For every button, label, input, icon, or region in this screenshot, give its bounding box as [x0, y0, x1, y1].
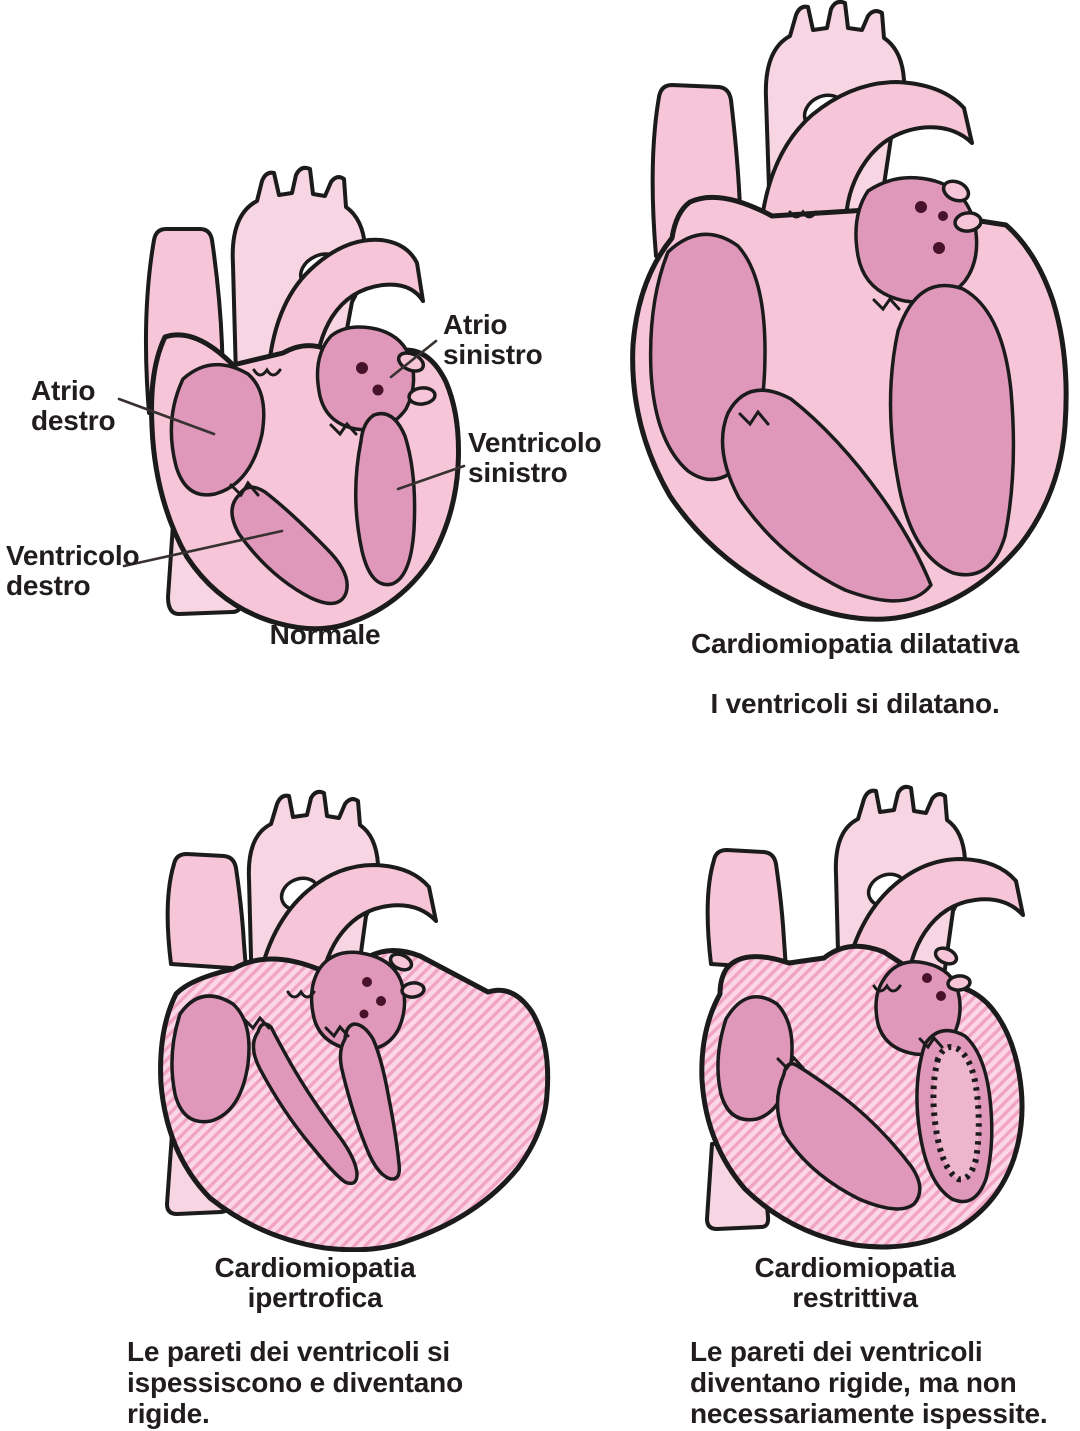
- left-atrium-chamber: [854, 175, 979, 304]
- right-ventricle-chamber: [720, 388, 933, 603]
- label-left-ventricle: Ventricolo sinistro: [468, 427, 602, 488]
- pulmonary-vein-stub: [400, 981, 426, 999]
- superior-vena-cava: [705, 848, 788, 971]
- hypertrophic-heart-illustration: [158, 789, 551, 1252]
- caption-normal: Normale: [269, 619, 381, 650]
- caption-hypertrophic-title: Cardiomiopatia ipertrofica: [214, 1252, 416, 1313]
- right-atrium-chamber: [170, 994, 251, 1124]
- tricuspid-valve: [738, 409, 770, 427]
- caption-hypertrophic-description: Le pareti dei ventricoli si ispessiscono…: [127, 1336, 463, 1429]
- dilated-heart-illustration: [630, 0, 1069, 622]
- caption-dilated-subtitle: I ventricoli si dilatano.: [710, 688, 1000, 719]
- pulmonary-vein-opening: [362, 977, 372, 987]
- pulmonary-vein-opening: [936, 991, 946, 1001]
- pulmonary-vein-opening: [915, 201, 927, 213]
- tricuspid-valve: [776, 1055, 805, 1071]
- caption-restrictive-title: Cardiomiopatia restrittiva: [754, 1252, 956, 1313]
- pulmonary-vein-stub: [946, 974, 972, 992]
- pulmonary-artery: [760, 80, 974, 220]
- pulmonary-vein-stub: [941, 179, 971, 203]
- caption-dilated-title: Cardiomiopatia dilatativa: [691, 628, 1019, 659]
- pulmonary-vein-stub: [933, 946, 959, 966]
- caption-restrictive-description: Le pareti dei ventricoli diventano rigid…: [690, 1336, 1048, 1429]
- label-right-atrium: Atrio destro: [31, 375, 116, 436]
- pulmonary-vein-opening: [359, 1009, 369, 1019]
- pulmonary-artery: [266, 237, 425, 379]
- label-right-ventricle: Ventricolo destro: [6, 540, 140, 601]
- pulmonary-vein-opening: [938, 211, 948, 221]
- mitral-valve: [918, 1035, 944, 1050]
- mitral-valve: [872, 296, 901, 312]
- tricuspid-valve: [242, 1015, 271, 1031]
- left-ventricle-chamber: [354, 411, 417, 587]
- left-ventricle-inner-cavity: [933, 1046, 979, 1180]
- pulmonary-vein-stub: [953, 211, 983, 233]
- aortic-valve: [252, 367, 282, 377]
- mitral-valve: [329, 421, 358, 437]
- restrictive-heart-illustration: [699, 784, 1025, 1250]
- left-ventricle-narrow-cavity: [338, 1022, 402, 1181]
- left-atrium-chamber: [315, 325, 416, 432]
- left-ventricle-chamber: [888, 283, 1016, 577]
- pulmonary-vein-opening: [372, 384, 384, 396]
- pulmonary-vein-opening: [933, 242, 945, 254]
- aortic-valve: [788, 209, 818, 219]
- right-ventricle-narrow-cavity: [251, 1022, 359, 1186]
- left-ventricle-ribbed-lining: [930, 1044, 982, 1183]
- pulmonary-vein-opening: [922, 973, 932, 983]
- superior-vena-cava: [165, 852, 248, 971]
- aortic-valve: [872, 983, 902, 993]
- pulmonary-vein-opening: [376, 996, 386, 1006]
- pulmonary-vein-opening: [356, 362, 368, 374]
- right-atrium-chamber: [169, 362, 266, 497]
- label-left-atrium: Atrio sinistro: [443, 309, 543, 370]
- mitral-valve: [324, 1024, 350, 1039]
- pulmonary-vein-stub: [407, 386, 437, 406]
- pulmonary-vein-stub: [388, 952, 414, 972]
- right-ventricle-chamber: [775, 1061, 922, 1211]
- left-atrium-chamber: [309, 950, 407, 1053]
- normal-heart-illustration: [143, 165, 461, 632]
- tricuspid-valve: [229, 480, 260, 498]
- aortic-valve: [286, 989, 316, 999]
